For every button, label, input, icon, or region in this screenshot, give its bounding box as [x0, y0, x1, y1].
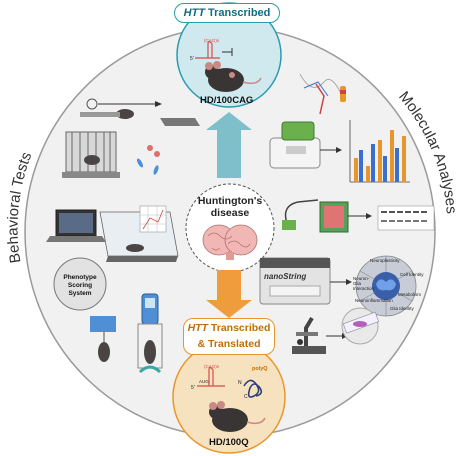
disease-title-line1: Huntington's [197, 195, 263, 207]
wheel-label-glia-identity: Glia Identity [390, 306, 414, 311]
wheel-label-neuron-glia: Neuron-Glia Interaction [353, 276, 375, 291]
htt-transcribed-translated-label: HTT Transcribed & Translated [183, 318, 275, 355]
wheel-label-metabolism: Metabolism [398, 292, 422, 297]
phenotype-scoring-label: Phenotype Scoring System [52, 274, 108, 298]
rna-hairpin-top [195, 40, 233, 59]
phenotype-circle [53, 257, 107, 311]
brain-icon [202, 224, 258, 260]
grip-apparatus-icon [62, 131, 120, 178]
top-five-prime: 5' [190, 56, 194, 62]
bottom-label-rest: Transcribed [207, 322, 271, 334]
c-term-label: C [244, 394, 248, 400]
wheel-label-neuroplasticity: Neuroplasticity [370, 258, 400, 263]
htt-transcribed-label: HTT Transcribed [174, 3, 280, 23]
blot-bands-icon [377, 205, 435, 231]
grip-meter-icon [137, 293, 163, 374]
n-term-label: N [238, 380, 242, 386]
open-field-icon [99, 211, 179, 262]
tail-suspension-icon [90, 316, 116, 362]
grid-chart-icon [139, 205, 167, 233]
laptop-icon [46, 209, 106, 242]
htt-gene-name: HTT [183, 7, 205, 19]
bottom-cag-label: (CAG)n [204, 364, 220, 369]
mouse-icon-top [205, 61, 262, 92]
bottom-model-label: HD/100Q [209, 437, 249, 448]
polyq-protein-icon [243, 379, 263, 398]
nanostring-label: nanoString [264, 272, 307, 281]
slide-icon [341, 307, 380, 345]
wheel-label-neuroinflammation: Neuroinflammation [355, 298, 393, 303]
qpcr-machine-icon [269, 121, 342, 169]
wheel-label-cell-identity: Cell Identity [400, 272, 424, 277]
microscope-icon [292, 316, 348, 354]
footprint-icons [136, 145, 160, 175]
htt-gene-name-bottom: HTT [187, 322, 208, 334]
aug-label: AUG [199, 379, 209, 384]
mouse-icon-bottom [209, 401, 266, 432]
phenotype-line1: Phenotype [63, 274, 97, 281]
top-cag-label: (CAG)n [204, 38, 220, 43]
disease-title: Huntington's disease [184, 195, 276, 219]
polyq-label: polyQ [252, 366, 268, 372]
phenotype-line2: Scoring [67, 282, 93, 289]
pathway-wheel-icon [355, 255, 417, 317]
mouse-dissection-icon [299, 73, 346, 115]
bar-chart-icon [349, 120, 410, 183]
bottom-label-line2: & Translated [197, 338, 261, 350]
rotarod-icon [80, 98, 200, 126]
up-arrow [206, 112, 252, 178]
top-label-rest: Transcribed [204, 7, 271, 19]
nanostring-machine-icon [259, 257, 352, 305]
top-model-label: HD/100CAG [200, 95, 254, 106]
western-blot-apparatus-icon [282, 199, 372, 233]
rna-hairpin-bottom [197, 366, 225, 387]
phenotype-line3: System [68, 290, 92, 297]
bottom-five-prime: 5' [191, 385, 195, 391]
disease-title-line2: disease [210, 207, 250, 219]
down-arrow [206, 270, 252, 318]
